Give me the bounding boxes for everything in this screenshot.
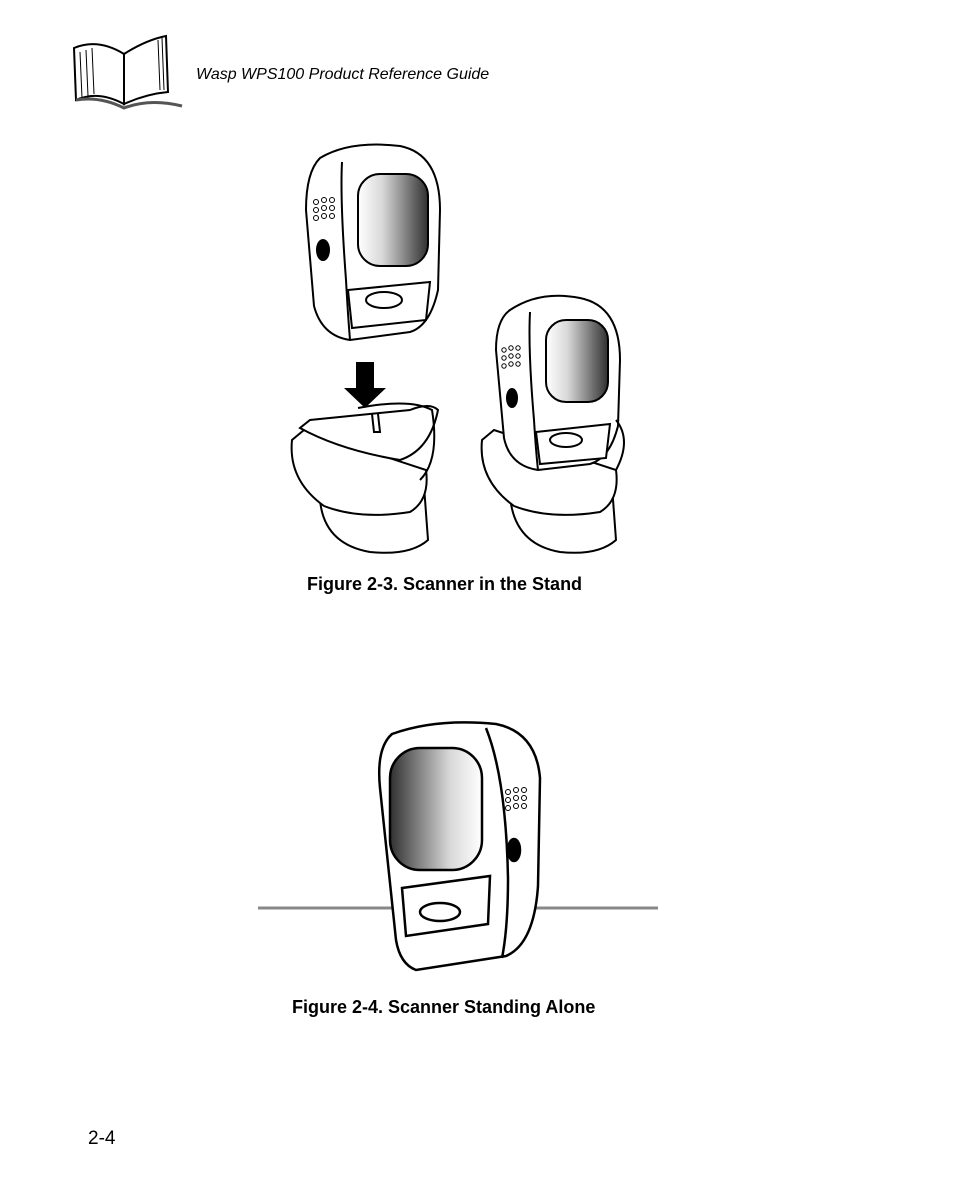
down-arrow-icon bbox=[344, 362, 386, 408]
empty-stand bbox=[290, 402, 440, 554]
figure-2-3-illustration bbox=[290, 143, 625, 554]
open-book-icon bbox=[72, 34, 183, 110]
running-header-title: Wasp WPS100 Product Reference Guide bbox=[196, 66, 490, 83]
figure-2-4-illustration bbox=[258, 721, 658, 972]
figure-2-3-caption: Figure 2-3. Scanner in the Stand bbox=[307, 574, 583, 594]
scanner-lowering bbox=[304, 143, 442, 342]
scanner-standing bbox=[378, 721, 542, 972]
scanner-in-stand bbox=[480, 294, 625, 554]
page-number: 2-4 bbox=[88, 1128, 116, 1149]
figure-2-4-caption: Figure 2-4. Scanner Standing Alone bbox=[292, 997, 596, 1017]
